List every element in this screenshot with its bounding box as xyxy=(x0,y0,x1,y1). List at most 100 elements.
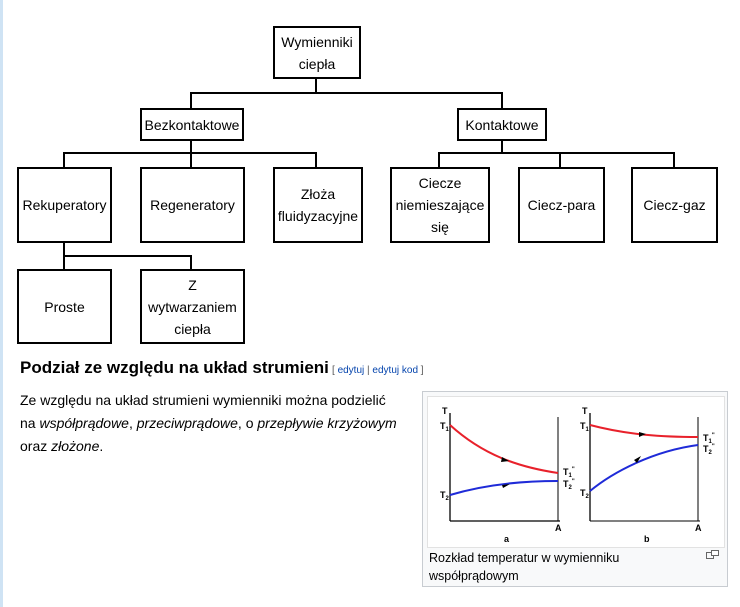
edit-code-link[interactable]: edytuj kod xyxy=(372,365,419,376)
node-text: Regeneratory xyxy=(150,197,235,213)
label-t1: T xyxy=(580,421,586,431)
label-t1: T xyxy=(440,421,446,431)
svg-text:T: T xyxy=(582,406,588,416)
label-t2-out: T xyxy=(703,444,709,454)
term-wspolpradowe: współprądowe xyxy=(39,415,129,431)
bracket: ] xyxy=(420,365,424,376)
connector xyxy=(190,255,192,270)
svg-text:T: T xyxy=(442,406,448,416)
label-sub: 1 xyxy=(709,439,713,445)
node-wymienniki-ciepla: Wymienniki ciepła xyxy=(273,26,361,79)
term-przeplyw-krzyzowy: przepływie krzyżowym xyxy=(257,415,397,431)
axis-label-a: A xyxy=(695,523,702,533)
node-text: fluidyzacyjne xyxy=(277,208,359,224)
temperature-plots: T T1 T2 T1" T2" A a T T1 T2 T1" xyxy=(440,406,715,544)
node-rekuperatory: Rekuperatory xyxy=(17,167,112,243)
label-sup: " xyxy=(712,433,715,439)
connector xyxy=(190,152,192,168)
label-sub: 2 xyxy=(569,485,573,491)
cold-curve-a xyxy=(449,480,559,496)
svg-text:T2: T2 xyxy=(440,490,450,502)
node-text: niemieszające xyxy=(395,197,485,213)
node-kontaktowe: Kontaktowe xyxy=(457,108,547,141)
connector xyxy=(63,152,65,168)
node-proste: Proste xyxy=(17,269,112,344)
para-text: Ze względu na układ strumieni wymienniki… xyxy=(20,392,386,431)
label-t2: T xyxy=(440,490,446,500)
hot-curve-a xyxy=(449,424,559,474)
para-text: , xyxy=(128,415,137,431)
svg-text:T1": T1" xyxy=(563,467,575,479)
para-text: , o xyxy=(237,415,258,431)
connector xyxy=(501,92,503,109)
node-text: ciepła xyxy=(174,320,211,337)
label-sub: 2 xyxy=(446,496,450,502)
connector xyxy=(559,152,561,168)
label-sub: 1 xyxy=(446,427,450,433)
node-text: ciepła xyxy=(298,55,336,72)
bracket: [ xyxy=(332,365,335,376)
node-text: Złoża xyxy=(300,186,336,202)
label-t2: T xyxy=(580,488,586,498)
magnify-clip-icon[interactable] xyxy=(706,550,719,563)
connector xyxy=(190,92,192,109)
connector xyxy=(438,152,440,168)
node-text: wytwarzaniem xyxy=(148,298,237,315)
label-t2-out: T xyxy=(563,479,569,489)
flow-arrow-icon xyxy=(501,457,509,462)
svg-text:T1: T1 xyxy=(440,421,450,433)
heat-exchanger-classification-diagram: Wymienniki ciepła Bezkontaktowe Kontaktow… xyxy=(17,26,718,344)
node-text: Rekuperatory xyxy=(22,197,107,213)
connector xyxy=(673,152,675,168)
svg-text:T1: T1 xyxy=(580,421,590,433)
label-sub: 1 xyxy=(569,473,573,479)
node-zloza-fluidyzacyjne: Złoża fluidyzacyjne xyxy=(273,167,363,243)
section-heading: Podział ze względu na układ strumieni xyxy=(20,358,329,377)
node-text: Ciecz-para xyxy=(527,197,596,213)
node-regeneratory: Regeneratory xyxy=(140,167,245,243)
connector xyxy=(63,255,65,270)
connector xyxy=(315,152,317,168)
axis-label-a: A xyxy=(555,523,562,533)
left-border xyxy=(0,0,3,607)
cold-curve-b xyxy=(589,444,699,492)
flow-arrow-icon xyxy=(634,456,641,463)
axis-label-t: T xyxy=(442,406,448,416)
axis-label-t: T xyxy=(582,406,588,416)
label-sup: " xyxy=(712,444,715,450)
term-zlozone: złożone xyxy=(51,438,100,454)
edit-links: [ edytuj | edytuj kod ] xyxy=(332,365,424,376)
flow-arrow-icon xyxy=(639,432,646,437)
label-t1-out: T xyxy=(703,433,709,443)
label-sup: " xyxy=(572,467,575,473)
figure-thumbnail[interactable]: T T1 T2 T1" T2" A a T T1 T2 T1" xyxy=(422,391,728,587)
connector xyxy=(63,241,65,256)
edit-link[interactable]: edytuj xyxy=(337,365,365,376)
connector xyxy=(63,255,190,257)
node-text: Wymienniki xyxy=(281,33,353,50)
temperature-distribution-image[interactable]: T T1 T2 T1" T2" A a T T1 T2 T1" xyxy=(427,396,725,548)
term-przeciwpradowe: przeciwprądowe xyxy=(136,415,238,431)
node-ciecz-para: Ciecz-para xyxy=(518,167,605,243)
connector xyxy=(190,92,503,94)
connector xyxy=(190,139,192,153)
label-sub: 2 xyxy=(586,494,590,500)
plot-label-a: a xyxy=(504,534,510,544)
flow-arrow-icon xyxy=(502,484,510,488)
svg-text:T2": T2" xyxy=(703,444,715,456)
connector xyxy=(315,77,317,93)
node-text: Ciecze xyxy=(418,175,462,191)
node-bezkontaktowe: Bezkontaktowe xyxy=(140,108,244,141)
label-sub: 1 xyxy=(586,427,590,433)
svg-text:T1": T1" xyxy=(703,433,715,445)
connector xyxy=(501,139,503,153)
hot-curve-b xyxy=(589,424,699,438)
svg-text:T2": T2" xyxy=(563,479,575,491)
node-text: Z xyxy=(188,276,197,293)
plot-b: T T1 T2 T1" T2" A b xyxy=(580,406,715,544)
separator: | xyxy=(367,365,370,376)
node-text: Proste xyxy=(44,298,85,315)
label-t1-out: T xyxy=(563,467,569,477)
